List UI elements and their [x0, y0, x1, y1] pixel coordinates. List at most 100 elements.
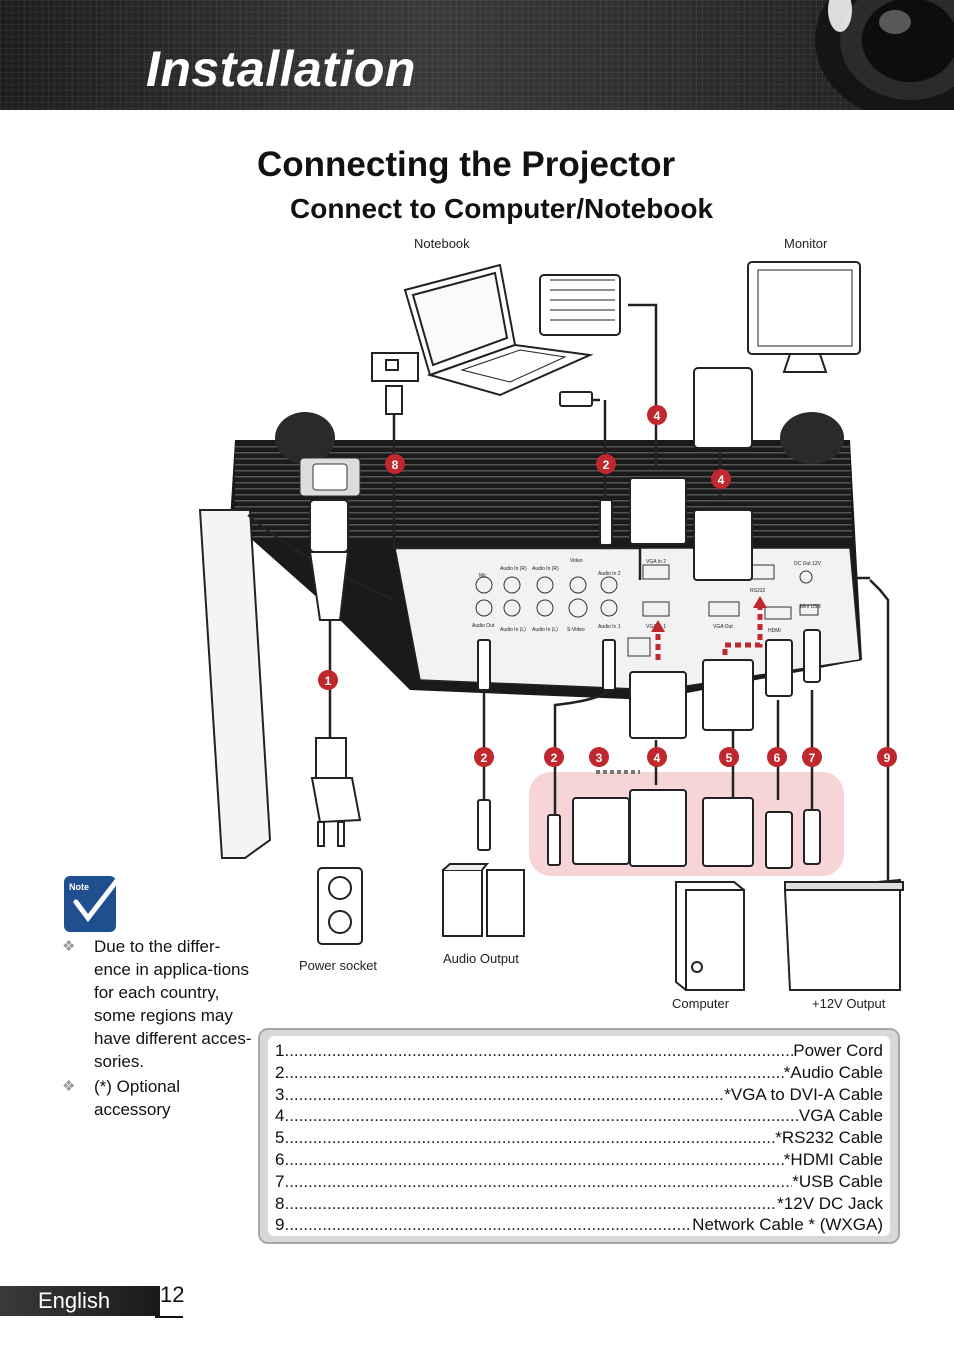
section-subtitle: Connect to Computer/Notebook — [290, 193, 714, 224]
legend-cable-name: Network Cable * (WXGA) — [692, 1215, 883, 1235]
projector-lens-graphic — [815, 0, 954, 110]
legend-number: 4 — [275, 1106, 285, 1126]
rs232-label: RS232 — [750, 588, 766, 594]
legend-cable-name: *VGA to DVI-A Cable — [724, 1084, 883, 1104]
diamond-bullet-icon: ❖ — [62, 1078, 76, 1095]
svg-text:2: 2 — [481, 751, 488, 765]
legend-number: 3 — [275, 1084, 285, 1104]
callout-4-bottom: 4 — [647, 747, 667, 767]
legend-leader-dots — [284, 1084, 724, 1106]
svg-text:4: 4 — [654, 409, 661, 423]
audio-in-2-label: Audio In 2 — [598, 571, 621, 577]
callout-4-mid: 4 — [711, 469, 731, 489]
legend-row: 8 *12V DC Jack — [275, 1193, 883, 1215]
legend-row: 5 *RS232 Cable — [275, 1127, 883, 1149]
vga-out-label: VGA Out — [713, 624, 733, 630]
network-wall-jack — [371, 352, 419, 415]
note-badge-label: Note — [69, 882, 89, 892]
legend-row: 6 *HDMI Cable — [275, 1149, 883, 1171]
audio-output-label: Audio Output — [443, 951, 519, 966]
legend-cable-name: VGA Cable — [798, 1106, 883, 1126]
notebook-label: Notebook — [414, 236, 470, 251]
svg-text:6: 6 — [774, 751, 781, 765]
svg-text:7: 7 — [809, 751, 816, 765]
power-socket-device — [317, 867, 363, 945]
svg-text:3: 3 — [596, 751, 603, 765]
io-port-panel — [475, 564, 819, 657]
legend-cable-name: Power Cord — [793, 1041, 883, 1060]
note-text: Due to the differ-ence in applica-tions … — [94, 937, 252, 1071]
svg-text:2: 2 — [551, 751, 558, 765]
speakers-device — [442, 863, 525, 937]
optional-connection-dashes — [655, 605, 763, 660]
power-cord — [308, 499, 362, 847]
projector-wall-arm — [198, 509, 272, 859]
mic-port-label: Mic — [479, 573, 487, 579]
legend-number: 7 — [275, 1171, 285, 1191]
vga-connectors — [477, 274, 821, 869]
audio-in-1-label: Audio In 1 — [598, 624, 621, 630]
note-list: ❖ Due to the differ-ence in applica-tion… — [62, 935, 252, 1123]
legend-leader-dots — [284, 1149, 783, 1171]
legend-cable-name: *HDMI Cable — [783, 1149, 883, 1169]
callout-2-audio-out: 2 — [474, 747, 494, 767]
power-socket-label: Power socket — [299, 958, 378, 973]
legend-leader-dots — [284, 1127, 775, 1149]
legend-leader-dots — [284, 1105, 798, 1127]
legend-row: 9 Network Cable * (WXGA) — [275, 1214, 883, 1236]
legend-cable-name: *RS232 Cable — [775, 1128, 883, 1148]
svg-text:5: 5 — [726, 751, 733, 765]
audio-in-l-label: Audio In (L) — [500, 627, 526, 633]
legend-row: 2*Audio Cable — [275, 1062, 883, 1084]
callout-6: 6 — [767, 747, 787, 767]
legend-cable-name: *USB Cable — [792, 1171, 883, 1191]
svg-text:4: 4 — [718, 473, 725, 487]
legend-number: 8 — [275, 1193, 285, 1213]
monitor-device — [747, 261, 861, 373]
hdmi-port-label: HDMI — [768, 628, 781, 634]
svg-text:1: 1 — [325, 674, 332, 688]
legend-row: 1 Power Cord — [275, 1040, 883, 1062]
note-item: ❖ (*) Optional accessory — [62, 1075, 252, 1121]
chapter-title: Installation — [146, 41, 416, 97]
callout-7: 7 — [802, 747, 822, 767]
legend-row: 7 *USB Cable — [275, 1171, 883, 1193]
projection-screen — [783, 878, 904, 991]
audio-in-r-label: Audio In (R) — [500, 566, 527, 572]
callout-2-audio-in: 2 — [544, 747, 564, 767]
legend-leader-dots — [284, 1040, 793, 1062]
callout-8: 9 — [877, 747, 897, 767]
notebook-device — [403, 263, 594, 397]
callout-3: 3 — [589, 747, 609, 767]
note-item: ❖ Due to the differ-ence in applica-tion… — [62, 935, 252, 1073]
callout-2-top: 2 — [596, 454, 616, 474]
footer-language: English — [38, 1288, 111, 1313]
legend-number: 6 — [275, 1149, 285, 1169]
legend-number: 5 — [275, 1128, 285, 1148]
audio-in-l-label-2: Audio In (L) — [532, 627, 558, 633]
callout-1: 1 — [318, 670, 338, 690]
legend-row: 3 *VGA to DVI-A Cable — [275, 1084, 883, 1106]
footer-language-tab — [0, 1286, 160, 1316]
legend-cable-name: *12V DC Jack — [777, 1193, 883, 1213]
legend-leader-dots — [284, 1214, 692, 1236]
page-number: 12 — [160, 1282, 185, 1307]
legend-number: 1 — [275, 1041, 285, 1060]
callout-4-top: 4 — [647, 405, 667, 425]
legend-number: 9 — [275, 1215, 285, 1235]
header-texture — [0, 0, 954, 110]
chapter-header: Installation — [0, 0, 954, 110]
output-12v-label: +12V Output — [812, 996, 886, 1011]
svideo-port-label: S-Video — [567, 627, 585, 633]
vga-in-2-label: VGA In 2 — [646, 559, 666, 565]
footer-rule — [155, 1316, 183, 1318]
legend-leader-dots — [284, 1062, 783, 1084]
svg-text:4: 4 — [654, 751, 661, 765]
computer-label: Computer — [672, 996, 730, 1011]
note-badge: Note — [64, 872, 125, 932]
legend-row: 4 VGA Cable — [275, 1105, 883, 1127]
monitor-label: Monitor — [784, 236, 828, 251]
audio-in-r-label-2: Audio In (R) — [532, 566, 559, 572]
mini-usb-label: Mini USB — [800, 604, 822, 610]
